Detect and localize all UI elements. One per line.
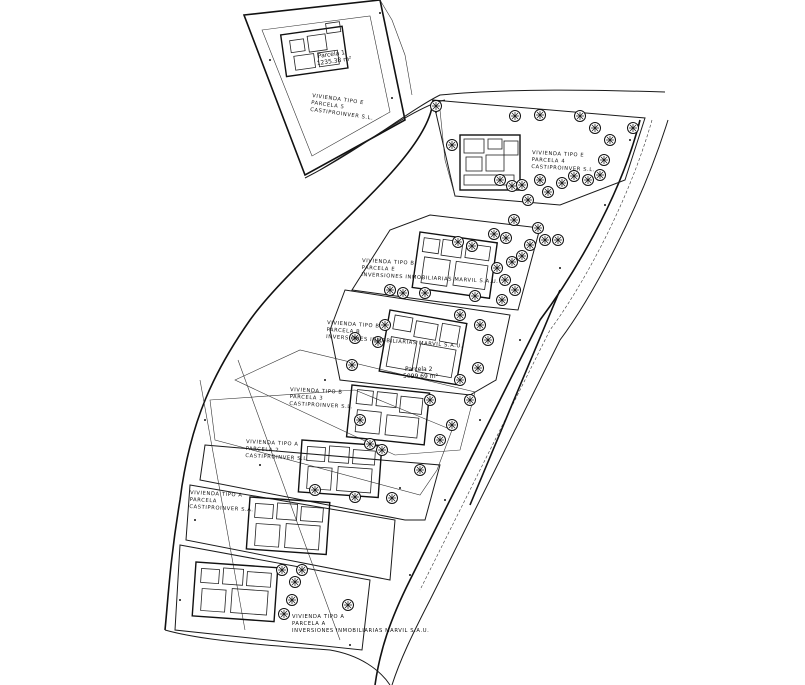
plot-label-p5: VIVIENDA TIPO E PARCELA 5 CASTIPROINVER …: [310, 93, 376, 122]
tree-icon: [349, 332, 361, 344]
tree-icon: [414, 464, 426, 476]
house-parcela-5: [279, 21, 349, 78]
tree-icon: [364, 438, 376, 450]
tree-icon: [506, 256, 518, 268]
parcel-labels: Parcela 1 1235.38 m² Parcela 2 5099.69 m…: [315, 48, 439, 380]
tree-icon: [342, 599, 354, 611]
tree-icon: [474, 319, 486, 331]
tree-icon: [509, 110, 521, 122]
tree-icon: [397, 287, 409, 299]
tree-icon: [469, 290, 481, 302]
tree-icon: [506, 180, 518, 192]
tree-icon: [499, 274, 511, 286]
tree-icon: [430, 100, 442, 112]
tree-icon: [516, 179, 528, 191]
tree-icon: [509, 284, 521, 296]
tree-icon: [446, 139, 458, 151]
house-parcela-b: [378, 309, 468, 386]
tree-icon: [574, 110, 586, 122]
tree-icon: [589, 122, 601, 134]
tree-icon: [346, 359, 358, 371]
tree-icon: [627, 122, 639, 134]
tree-icon: [598, 154, 610, 166]
tree-icon: [556, 177, 568, 189]
tree-icon: [309, 484, 321, 496]
tree-icon: [354, 414, 366, 426]
tree-icon: [488, 228, 500, 240]
plot-label-pe: VIVIENDA TIPO B PARCELA E INVERSIONES IN…: [361, 258, 499, 285]
tree-icon: [500, 232, 512, 244]
tree-icon: [568, 170, 580, 182]
tree-icon: [552, 234, 564, 246]
tree-icon: [524, 239, 536, 251]
tree-icon: [372, 336, 384, 348]
plot-label-pa: VIVIENDA TIPO A PARCELA A INVERSIONES IN…: [292, 614, 429, 634]
site-boundary: [164, 89, 669, 685]
tree-icon: [286, 594, 298, 606]
tree-icon: [522, 194, 534, 206]
tree-icon: [376, 444, 388, 456]
tree-icon: [386, 492, 398, 504]
tree-icon: [482, 334, 494, 346]
tree-icon: [466, 240, 478, 252]
tree-icon: [424, 394, 436, 406]
trees: [276, 100, 639, 620]
tree-icon: [464, 394, 476, 406]
house-parcela-a: [191, 561, 279, 623]
plot-label-p3: VIVIENDA TIPO B PARCELA 3 CASTIPROINVER …: [289, 387, 354, 410]
parcel-label-2: Parcela 2 5099.69 m²: [403, 366, 439, 380]
plot-label-p2: VIVIENDA TIPO A PARCELA 2 CASTIPROINVER …: [245, 439, 310, 462]
tree-icon: [454, 309, 466, 321]
tree-icon: [278, 608, 290, 620]
tree-icon: [539, 234, 551, 246]
parcel-label-1: Parcela 1 1235.38 m²: [315, 48, 352, 67]
tree-icon: [594, 169, 606, 181]
house-parcela-3: [345, 384, 431, 446]
tree-icon: [289, 576, 301, 588]
tree-icon: [446, 419, 458, 431]
plot-label-pb: VIVIENDA TIPO B PARCELA B INVERSIONES IN…: [326, 320, 464, 350]
plot-label-pa2: VIVIENDA TIPO A PARCELA CASTIPROINVER S.…: [189, 490, 254, 513]
tree-icon: [582, 174, 594, 186]
tree-icon: [534, 174, 546, 186]
tree-icon: [472, 362, 484, 374]
tree-icon: [434, 434, 446, 446]
tree-icon: [276, 564, 288, 576]
tree-icon: [532, 222, 544, 234]
tree-icon: [379, 319, 391, 331]
tree-icon: [534, 109, 546, 121]
tree-icon: [452, 236, 464, 248]
tree-icon: [491, 262, 503, 274]
tree-icon: [384, 284, 396, 296]
tree-icon: [604, 134, 616, 146]
house-parcela-a2: [245, 496, 331, 556]
tree-icon: [494, 174, 506, 186]
tree-icon: [542, 186, 554, 198]
tree-icon: [496, 294, 508, 306]
tree-icon: [296, 564, 308, 576]
tree-icon: [419, 287, 431, 299]
survey-points: [179, 12, 631, 646]
house-parcela-4: [459, 134, 521, 191]
tree-icon: [349, 491, 361, 503]
tree-icon: [516, 250, 528, 262]
plot-label-p4: VIVIENDA TIPO E PARCELA 4 CASTIPROINVER …: [531, 150, 596, 173]
plot-parcela-1: [242, 0, 413, 177]
plot-labels: VIVIENDA TIPO E PARCELA 5 CASTIPROINVER …: [189, 93, 596, 634]
tree-icon: [454, 374, 466, 386]
tree-icon: [508, 214, 520, 226]
